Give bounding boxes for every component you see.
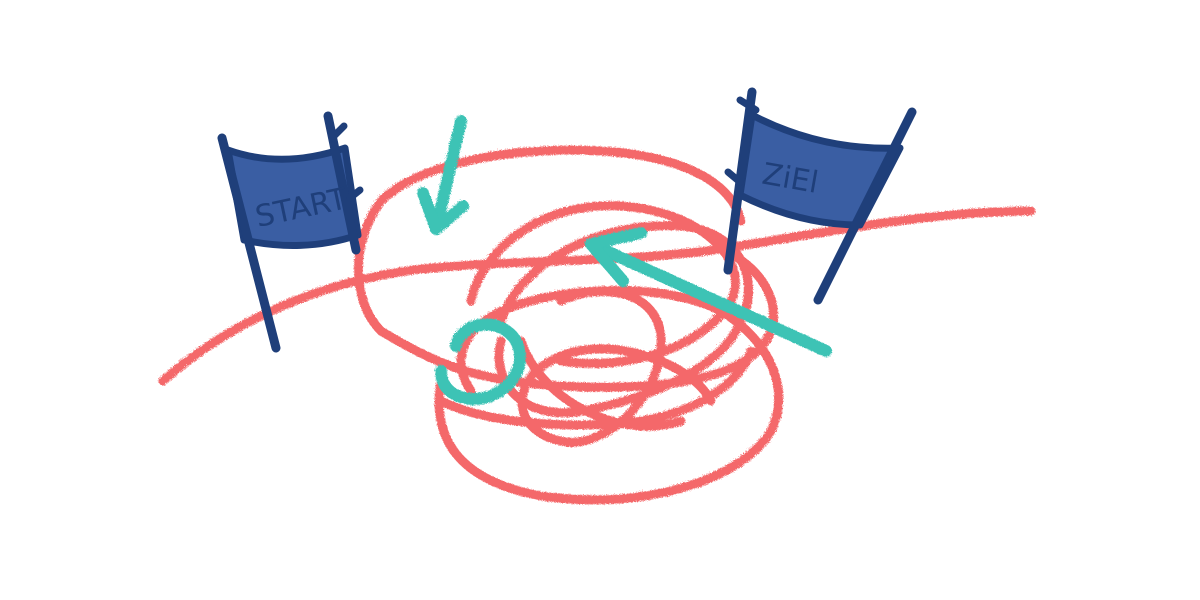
goal-flag: ZiEl xyxy=(723,87,917,305)
arrow-left-icon xyxy=(584,226,831,356)
loop-arrow-icon xyxy=(434,317,525,405)
start-flag: START xyxy=(217,111,364,353)
arrow-down-icon xyxy=(416,114,468,234)
direction-arrows xyxy=(416,114,831,405)
goal-flag-pole-right xyxy=(813,107,917,305)
start-flag-pole-left xyxy=(217,133,281,353)
